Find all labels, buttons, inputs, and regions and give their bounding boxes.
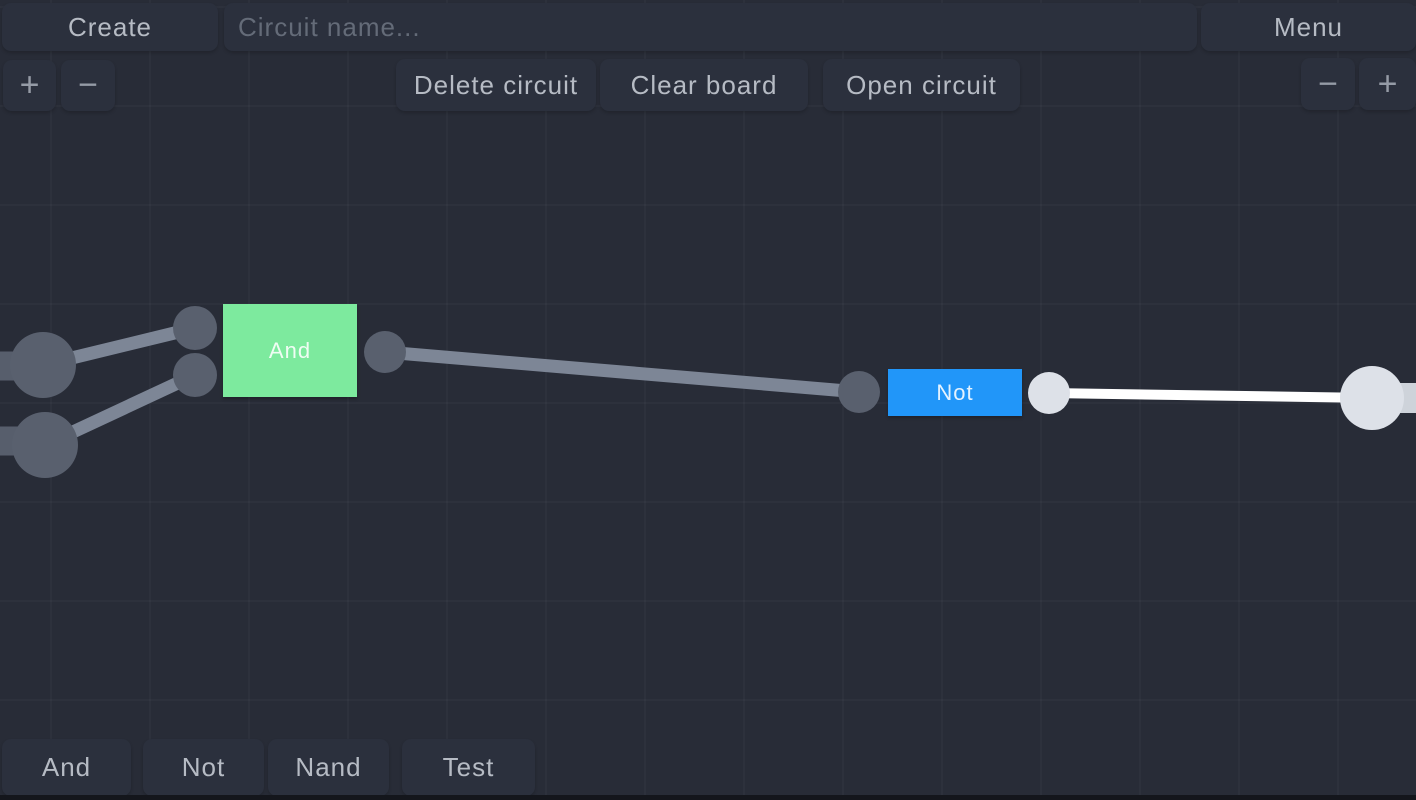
bottom-edge-strip	[0, 795, 1416, 800]
and-gate-label: And	[268, 337, 312, 363]
palette-item-test[interactable]: Test	[402, 739, 535, 796]
not-input-pin[interactable]	[838, 371, 880, 413]
menu-button[interactable]: Menu	[1201, 3, 1416, 51]
create-button[interactable]: Create	[2, 3, 218, 51]
wire-and-not[interactable]	[384, 345, 860, 399]
and-gate[interactable]: And	[223, 304, 357, 397]
zoom-in-button-left[interactable]: +	[3, 60, 56, 111]
output-node[interactable]	[1340, 366, 1404, 430]
input-node-2[interactable]	[12, 412, 78, 478]
palette-item-not[interactable]: Not	[143, 739, 264, 796]
delete-circuit-button[interactable]: Delete circuit	[396, 59, 596, 111]
wire-not-output[interactable]	[1048, 388, 1373, 403]
not-gate-label: Not	[936, 379, 974, 405]
zoom-in-button-right[interactable]: +	[1359, 58, 1416, 110]
not-gate[interactable]: Not	[888, 369, 1022, 416]
not-output-pin[interactable]	[1028, 372, 1070, 414]
circuit-name-input[interactable]	[224, 3, 1197, 51]
and-output-pin[interactable]	[364, 331, 406, 373]
open-circuit-button[interactable]: Open circuit	[823, 59, 1020, 111]
zoom-out-button-right[interactable]: −	[1301, 58, 1355, 110]
and-input-pin-1[interactable]	[173, 306, 217, 350]
and-input-pin-2[interactable]	[173, 353, 217, 397]
input-node-1[interactable]	[10, 332, 76, 398]
clear-board-button[interactable]: Clear board	[600, 59, 808, 111]
palette-item-and[interactable]: And	[2, 739, 131, 796]
palette-item-nand[interactable]: Nand	[268, 739, 389, 796]
zoom-out-button-left[interactable]: −	[61, 60, 115, 111]
